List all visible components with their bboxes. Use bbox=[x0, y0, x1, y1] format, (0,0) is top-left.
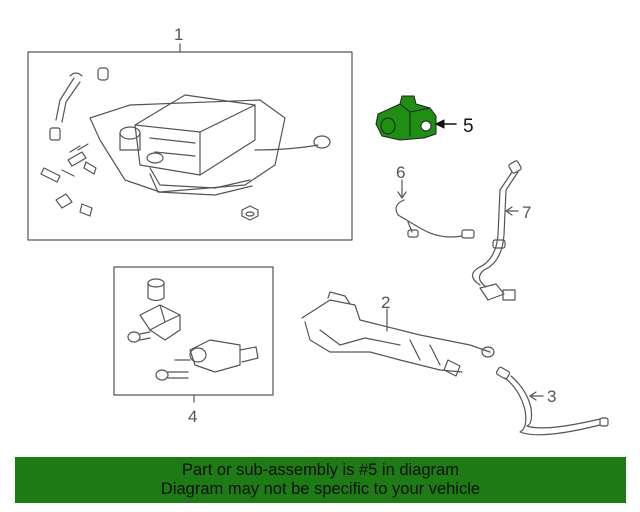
callout-5: 5 bbox=[463, 116, 474, 137]
banner-line-1: Part or sub-assembly is #5 in diagram bbox=[182, 461, 459, 479]
part-2-assembly[interactable] bbox=[301, 291, 495, 377]
info-banner: Part or sub-assembly is #5 in diagram Di… bbox=[15, 457, 626, 503]
callout-4: 4 bbox=[188, 407, 197, 426]
part-7-hose[interactable] bbox=[471, 160, 522, 301]
part-4-group[interactable] bbox=[113, 266, 274, 403]
banner-line-2: Diagram may not be specific to your vehi… bbox=[160, 480, 481, 498]
callout-1: 1 bbox=[174, 25, 183, 44]
callout-2: 2 bbox=[381, 293, 390, 312]
parts-diagram: 1 2 3 4 5 6 7 bbox=[27, 25, 609, 436]
part-6-harness[interactable] bbox=[395, 179, 475, 239]
part-5-highlighted[interactable] bbox=[375, 95, 457, 141]
callout-7: 7 bbox=[522, 203, 531, 222]
part-3-hose[interactable] bbox=[495, 366, 609, 436]
part-1-group[interactable] bbox=[27, 43, 353, 241]
callout-6: 6 bbox=[396, 163, 405, 182]
callout-3: 3 bbox=[547, 387, 556, 406]
